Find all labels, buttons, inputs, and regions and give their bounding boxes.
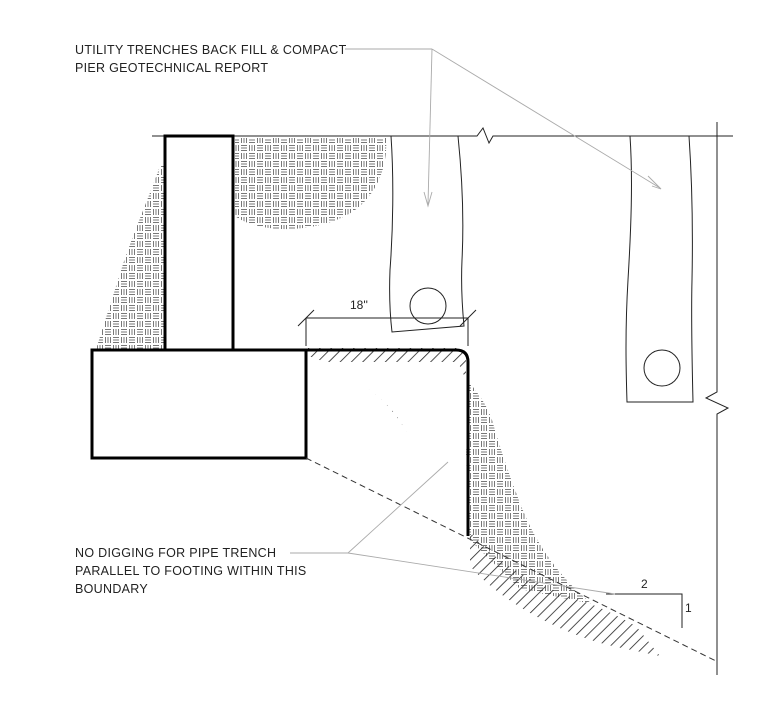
ground-line	[152, 126, 733, 145]
trench-wall	[306, 348, 470, 536]
slope-indicator: 2 1	[606, 577, 692, 628]
stem-wall	[163, 134, 235, 352]
digging-note-line-3: BOUNDARY	[75, 582, 148, 596]
backfill-weave-regions	[96, 138, 592, 604]
digging-note-leaders	[290, 461, 616, 595]
utility-note-line-2: PIER GEOTECHNICAL REPORT	[75, 61, 268, 75]
pipe-1-icon	[409, 287, 447, 325]
utility-note-line-1: UTILITY TRENCHES BACK FILL & COMPACT	[75, 43, 347, 57]
backfill-left-slope	[96, 166, 164, 350]
digging-note-line-2: PARALLEL TO FOOTING WITHIN THIS	[75, 564, 307, 578]
slope-run-label: 2	[641, 577, 648, 591]
pipe-2-icon	[643, 349, 681, 387]
utility-note-leaders	[345, 48, 662, 208]
utility-trench-1	[389, 135, 465, 333]
footing	[90, 348, 308, 460]
slope-rise-label: 1	[685, 601, 692, 615]
backfill-right-slope	[466, 380, 592, 604]
offset-dimension-label: 18''	[350, 298, 368, 312]
backfill-upper	[235, 138, 387, 230]
right-extent-line	[704, 122, 730, 675]
offset-dimension: 18''	[297, 298, 477, 346]
influence-boundary-line	[305, 457, 719, 663]
digging-note-line-1: NO DIGGING FOR PIPE TRENCH	[75, 546, 276, 560]
utility-trench-2	[625, 135, 694, 403]
undisturbed-soil-hatch	[308, 348, 660, 656]
